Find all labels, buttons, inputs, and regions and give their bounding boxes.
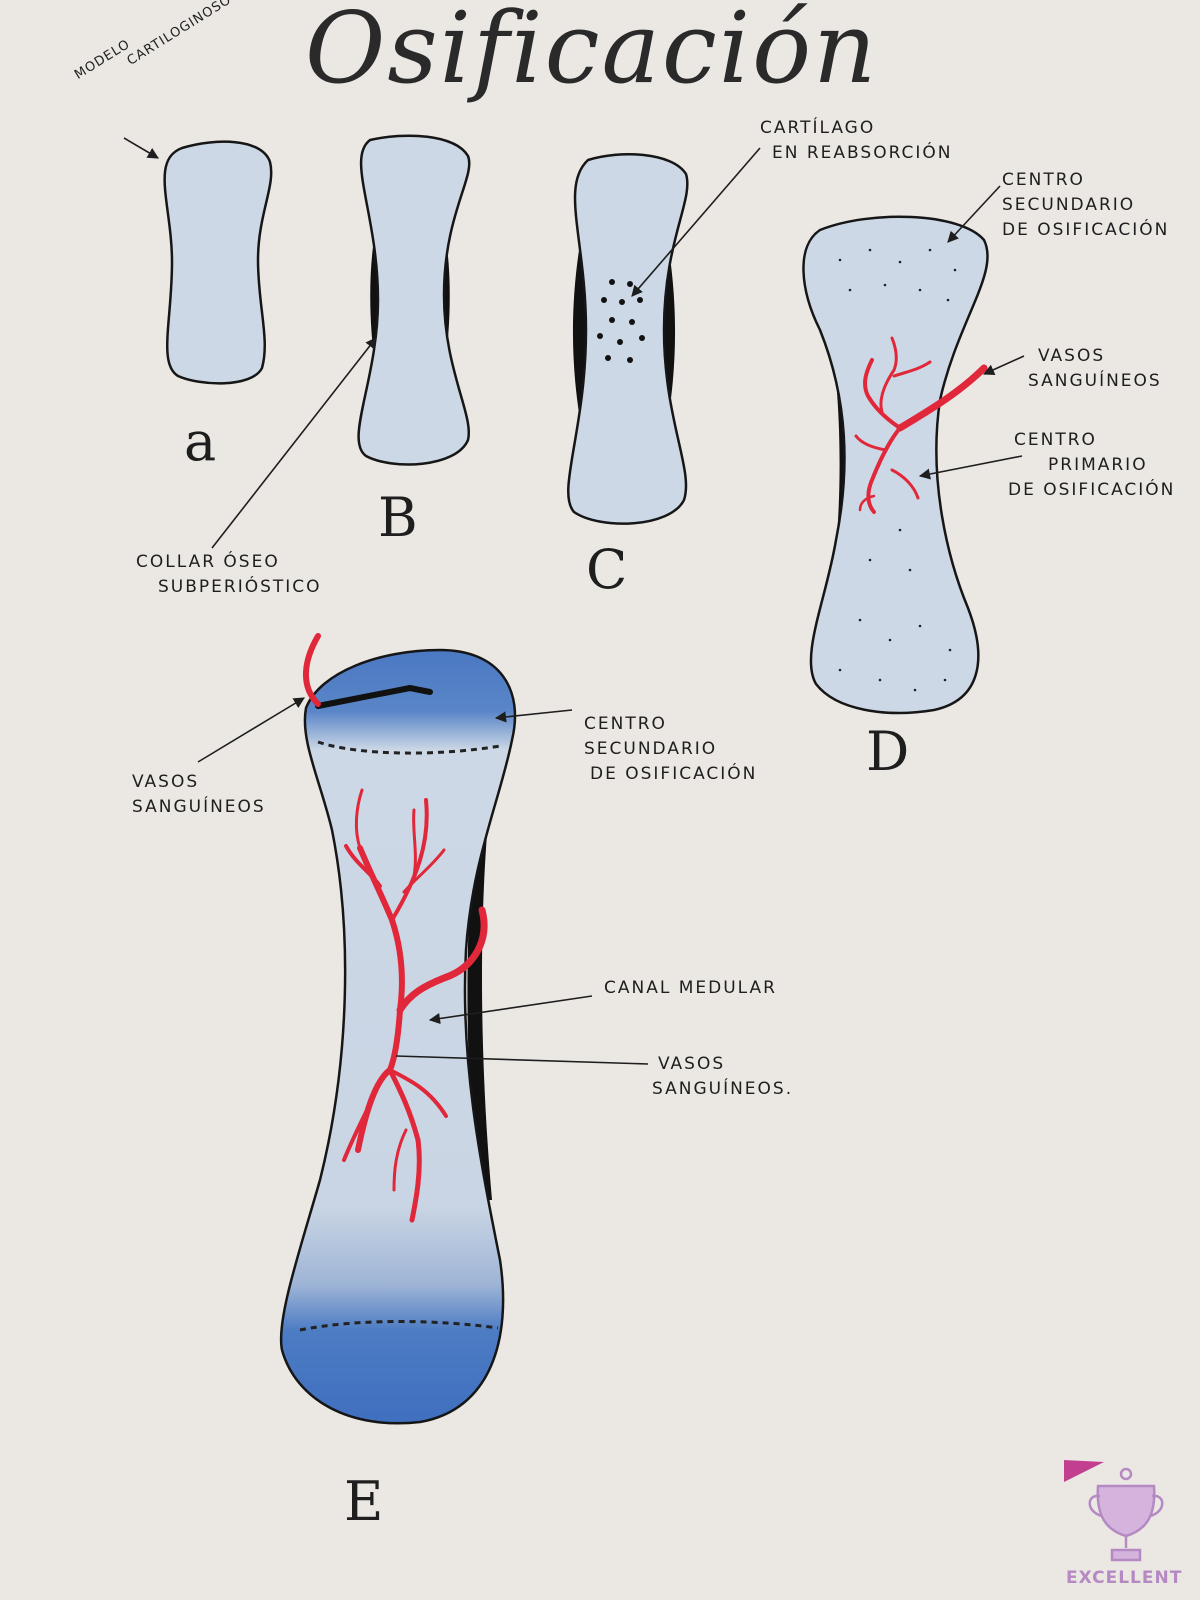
- cartilago-arrow: [631, 147, 761, 297]
- trophy-icon: [1088, 1467, 1164, 1562]
- stamp-flag: [1064, 1460, 1104, 1482]
- bone-c-bone: [567, 152, 689, 525]
- stamp-text: EXCELLENT: [1066, 1568, 1183, 1588]
- collar-arrow: [211, 337, 377, 549]
- cartilage-canal-e: [315, 684, 433, 709]
- label-vasos-sanguineos-e-top: VASOS SANGUÍNEOS: [132, 772, 266, 817]
- label-canal-medular: CANAL MEDULAR: [604, 978, 777, 998]
- label-centro-primario: CENTRO PRIMARIO DE OSIFICACIÓN: [1008, 430, 1176, 500]
- epiphyseal-line-bottom: [299, 1320, 499, 1332]
- csec-d-arrow: [947, 185, 1001, 243]
- stage-label-b: B: [378, 486, 418, 549]
- vasos-e-top-arrow: [197, 697, 305, 763]
- label-cartilago-reabsorcion: CARTÍLAGO EN REABSORCIÓN: [760, 118, 953, 163]
- stage-label-e: E: [344, 1470, 384, 1533]
- page-title: Osificación: [305, 0, 879, 106]
- csec-e-arrow: [494, 709, 573, 723]
- stage-label-d: D: [866, 720, 910, 783]
- bone-d-stipple: [838, 248, 957, 692]
- cprim-arrow: [918, 455, 1023, 480]
- stage-label-c: C: [586, 538, 628, 601]
- vasos-e-bottom-arrow: [395, 1055, 649, 1065]
- vasos-d-arrow: [982, 355, 1025, 375]
- bone-d-bone: [802, 215, 989, 715]
- canal-arrow: [428, 995, 593, 1025]
- modelo-arrow: [123, 137, 159, 159]
- bone-b-bone: [357, 134, 471, 466]
- label-centro-secundario-e: CENTRO SECUNDARIO DE OSIFICACIÓN: [584, 714, 758, 784]
- label-centro-secundario-d: CENTRO SECUNDARIO DE OSIFICACIÓN: [1002, 170, 1170, 240]
- reabsorption-dots: [597, 279, 645, 363]
- bone-a-cartilage-model: [163, 140, 273, 385]
- bone-d-blood-vessels: [854, 336, 988, 514]
- bone-e-collar-shadow: [467, 800, 492, 1200]
- excellent-stamp: [1064, 1460, 1164, 1562]
- annotation-arrows: [123, 137, 1025, 1065]
- label-collar-oseo: COLLAR ÓSEO SUBPERIÓSTICO: [136, 552, 322, 597]
- stage-label-a: a: [184, 410, 217, 473]
- label-vasos-sanguineos-e-bottom: VASOS SANGUÍNEOS.: [652, 1054, 794, 1099]
- label-vasos-sanguineos-d: VASOS SANGUÍNEOS: [1028, 346, 1162, 391]
- bone-e-blood-vessels: [302, 633, 488, 1223]
